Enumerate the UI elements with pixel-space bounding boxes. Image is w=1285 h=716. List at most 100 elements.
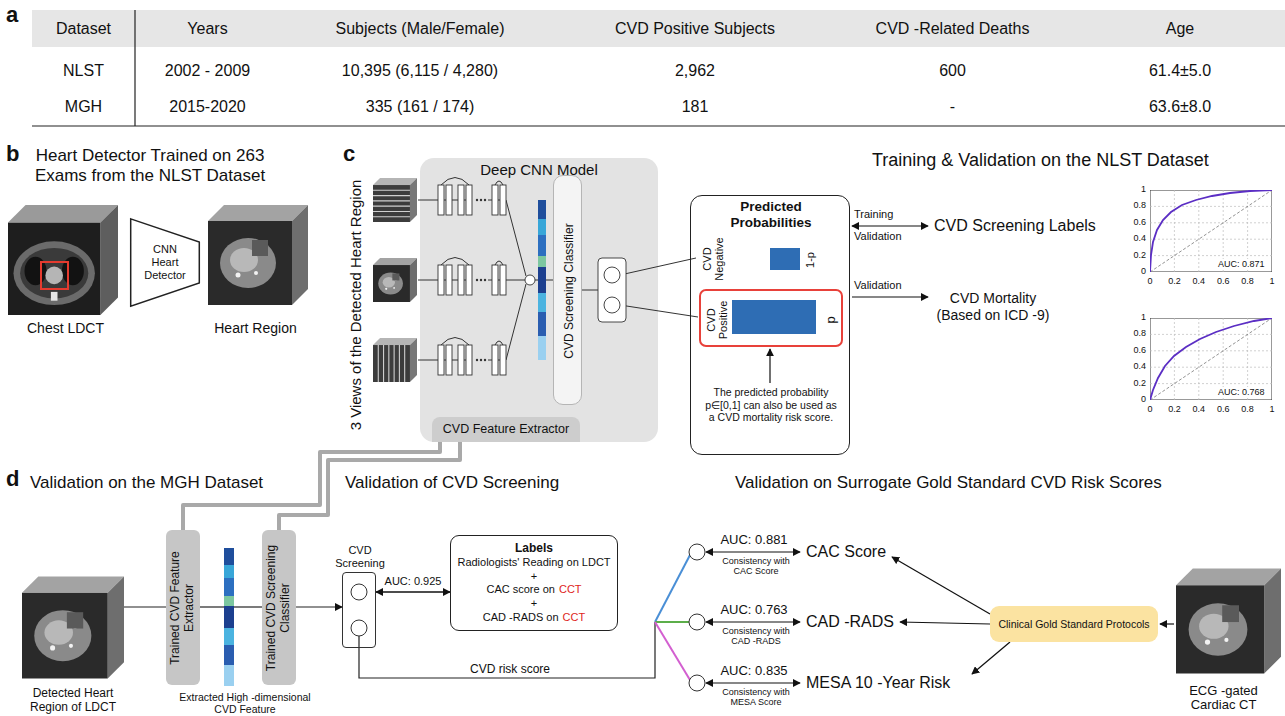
panel-letter: c — [343, 141, 355, 167]
table-cell: 181 — [560, 97, 830, 116]
art-rect — [500, 345, 506, 375]
axis-tick-holder: 0.6 — [1124, 345, 1146, 356]
node-text: Trained CVD Feature Extractor — [169, 535, 197, 680]
axis-tick: 0.8 — [1238, 404, 1258, 415]
axis-tick: 0.2 — [1164, 404, 1184, 415]
art-use — [373, 258, 417, 302]
probability-panel: Predicted ProbabilitiesCVD Negative1-pTh… — [690, 195, 850, 455]
axis-tick-holder: 0.6 — [1213, 404, 1233, 415]
table-cell-holder: Years — [135, 19, 280, 38]
art-use — [8, 205, 118, 315]
art-use — [1150, 190, 1272, 272]
table-cell: Subjects (Male/Female) — [280, 19, 560, 38]
art-path — [441, 338, 469, 346]
art-rect — [446, 265, 452, 295]
axis-tick: 0.2 — [1124, 250, 1146, 261]
text-line: Labels — [457, 541, 611, 556]
node-text-holder: CVD Screening — [331, 544, 389, 570]
art-line — [506, 200, 526, 276]
node-text: CVD Screening — [331, 544, 389, 570]
axis-tick-holder: 0.2 — [1124, 378, 1146, 389]
node-text: CCT — [563, 611, 586, 623]
axis-tick: 0 — [1140, 404, 1160, 415]
auc-value-holder: AUC: 0.881 — [708, 532, 800, 548]
panel-title: Heart Detector Trained on 263 Exams from… — [30, 146, 270, 187]
note-text-holder: Consistency with CAC Score — [716, 556, 796, 577]
panel-title-holder: Validation on the MGH Dataset — [30, 473, 263, 493]
table-cell: - — [830, 97, 1075, 116]
art-line — [535, 280, 538, 281]
axis-tick: 0.6 — [1213, 276, 1233, 287]
table-cell-holder: 2,962 — [560, 61, 830, 80]
node-text: CAD -RADS on — [483, 611, 559, 623]
art-circle — [689, 675, 705, 691]
panel-letter-holder: d — [6, 466, 19, 492]
table-art — [32, 10, 1285, 126]
arrow-label: Training — [854, 208, 893, 221]
table-cell-holder: - — [830, 97, 1075, 116]
arrow-label-holder: Validation — [854, 230, 902, 243]
axis-tick: 1 — [1262, 276, 1282, 287]
axis-tick: 0.8 — [1238, 276, 1258, 287]
axis-tick: 0.4 — [1124, 233, 1146, 244]
art-rect — [224, 548, 234, 686]
target-label-holder: CAD -RADS — [806, 612, 894, 631]
axis-tick-holder: 0.4 — [1189, 276, 1209, 287]
node-text: Clinical Gold Standard Protocols — [998, 618, 1149, 631]
axis-tick-holder: 0 — [1140, 276, 1160, 287]
image-caption-holder: Chest LDCT — [8, 320, 123, 337]
panel-title: Validation on Surrogate Gold Standard CV… — [735, 473, 1162, 493]
art-g — [476, 199, 486, 361]
art-line — [546, 280, 553, 281]
note-text: Consistency with CAD -RADS — [716, 626, 796, 647]
detector-trapezoid: CNN Heart Detector — [130, 218, 200, 307]
panel-letter: a — [6, 2, 18, 28]
table-cell-holder: 61.4±5.0 — [1075, 61, 1285, 80]
art-rect — [458, 185, 464, 215]
art-use — [373, 178, 417, 222]
art-rect — [492, 185, 498, 215]
art-rect — [41, 262, 68, 289]
node-text: Predicted Probabilities — [721, 199, 821, 231]
art-rect — [438, 345, 444, 375]
table-cell-holder: NLST — [32, 61, 135, 80]
axis-tick-holder: 0.6 — [1124, 217, 1146, 228]
art-circle — [689, 614, 705, 630]
art-circle — [484, 199, 486, 201]
axis-title: 3 Views of the Detected Heart Region — [347, 180, 365, 431]
art-rect — [458, 345, 464, 375]
art-path — [441, 258, 469, 266]
table-cell-holder: 181 — [560, 97, 830, 116]
node-text-holder: Clinical Gold Standard Protocols — [990, 606, 1158, 642]
axis-tick: 0 — [1124, 394, 1146, 405]
axis-tick: 0 — [1140, 276, 1160, 287]
art-circle — [604, 297, 620, 313]
gold-standard-box: Clinical Gold Standard Protocols — [990, 606, 1158, 642]
node-text: Radiologists' Reading on LDCT — [457, 556, 610, 568]
art-rect — [458, 265, 464, 295]
target-label: CAC Score — [806, 542, 886, 561]
art-use — [1150, 318, 1272, 400]
art-line — [1160, 623, 1174, 624]
node-text-holder: The predicted probability p∈[0,1] can al… — [701, 386, 841, 424]
art-circle — [351, 584, 367, 600]
art-use — [1176, 569, 1281, 674]
panel-letter: d — [6, 466, 19, 492]
art-line — [655, 621, 689, 623]
table-cell: 2002 - 2009 — [135, 61, 280, 80]
table-cell: Years — [135, 19, 280, 38]
panel-title-holder: Training & Validation on the NLST Datase… — [872, 150, 1209, 172]
table-cell-holder: 2002 - 2009 — [135, 61, 280, 80]
target-label-holder: MESA 10 -Year Risk — [806, 673, 950, 692]
art-rect — [732, 300, 816, 334]
image-caption: Detected Heart Region of LDCT — [18, 687, 128, 715]
node-text: CAC score on — [486, 583, 554, 595]
panel-title: Validation on the MGH Dataset — [30, 473, 263, 493]
node-text: CVD Negative — [701, 235, 725, 283]
axis-tick-holder: 0.6 — [1213, 276, 1233, 287]
axis-tick: 0.6 — [1213, 404, 1233, 415]
art-g — [438, 185, 626, 375]
art-rect — [438, 185, 444, 215]
node-text: CVD Screening Classifier — [561, 181, 575, 401]
axis-tick-holder: 0.8 — [1238, 276, 1258, 287]
